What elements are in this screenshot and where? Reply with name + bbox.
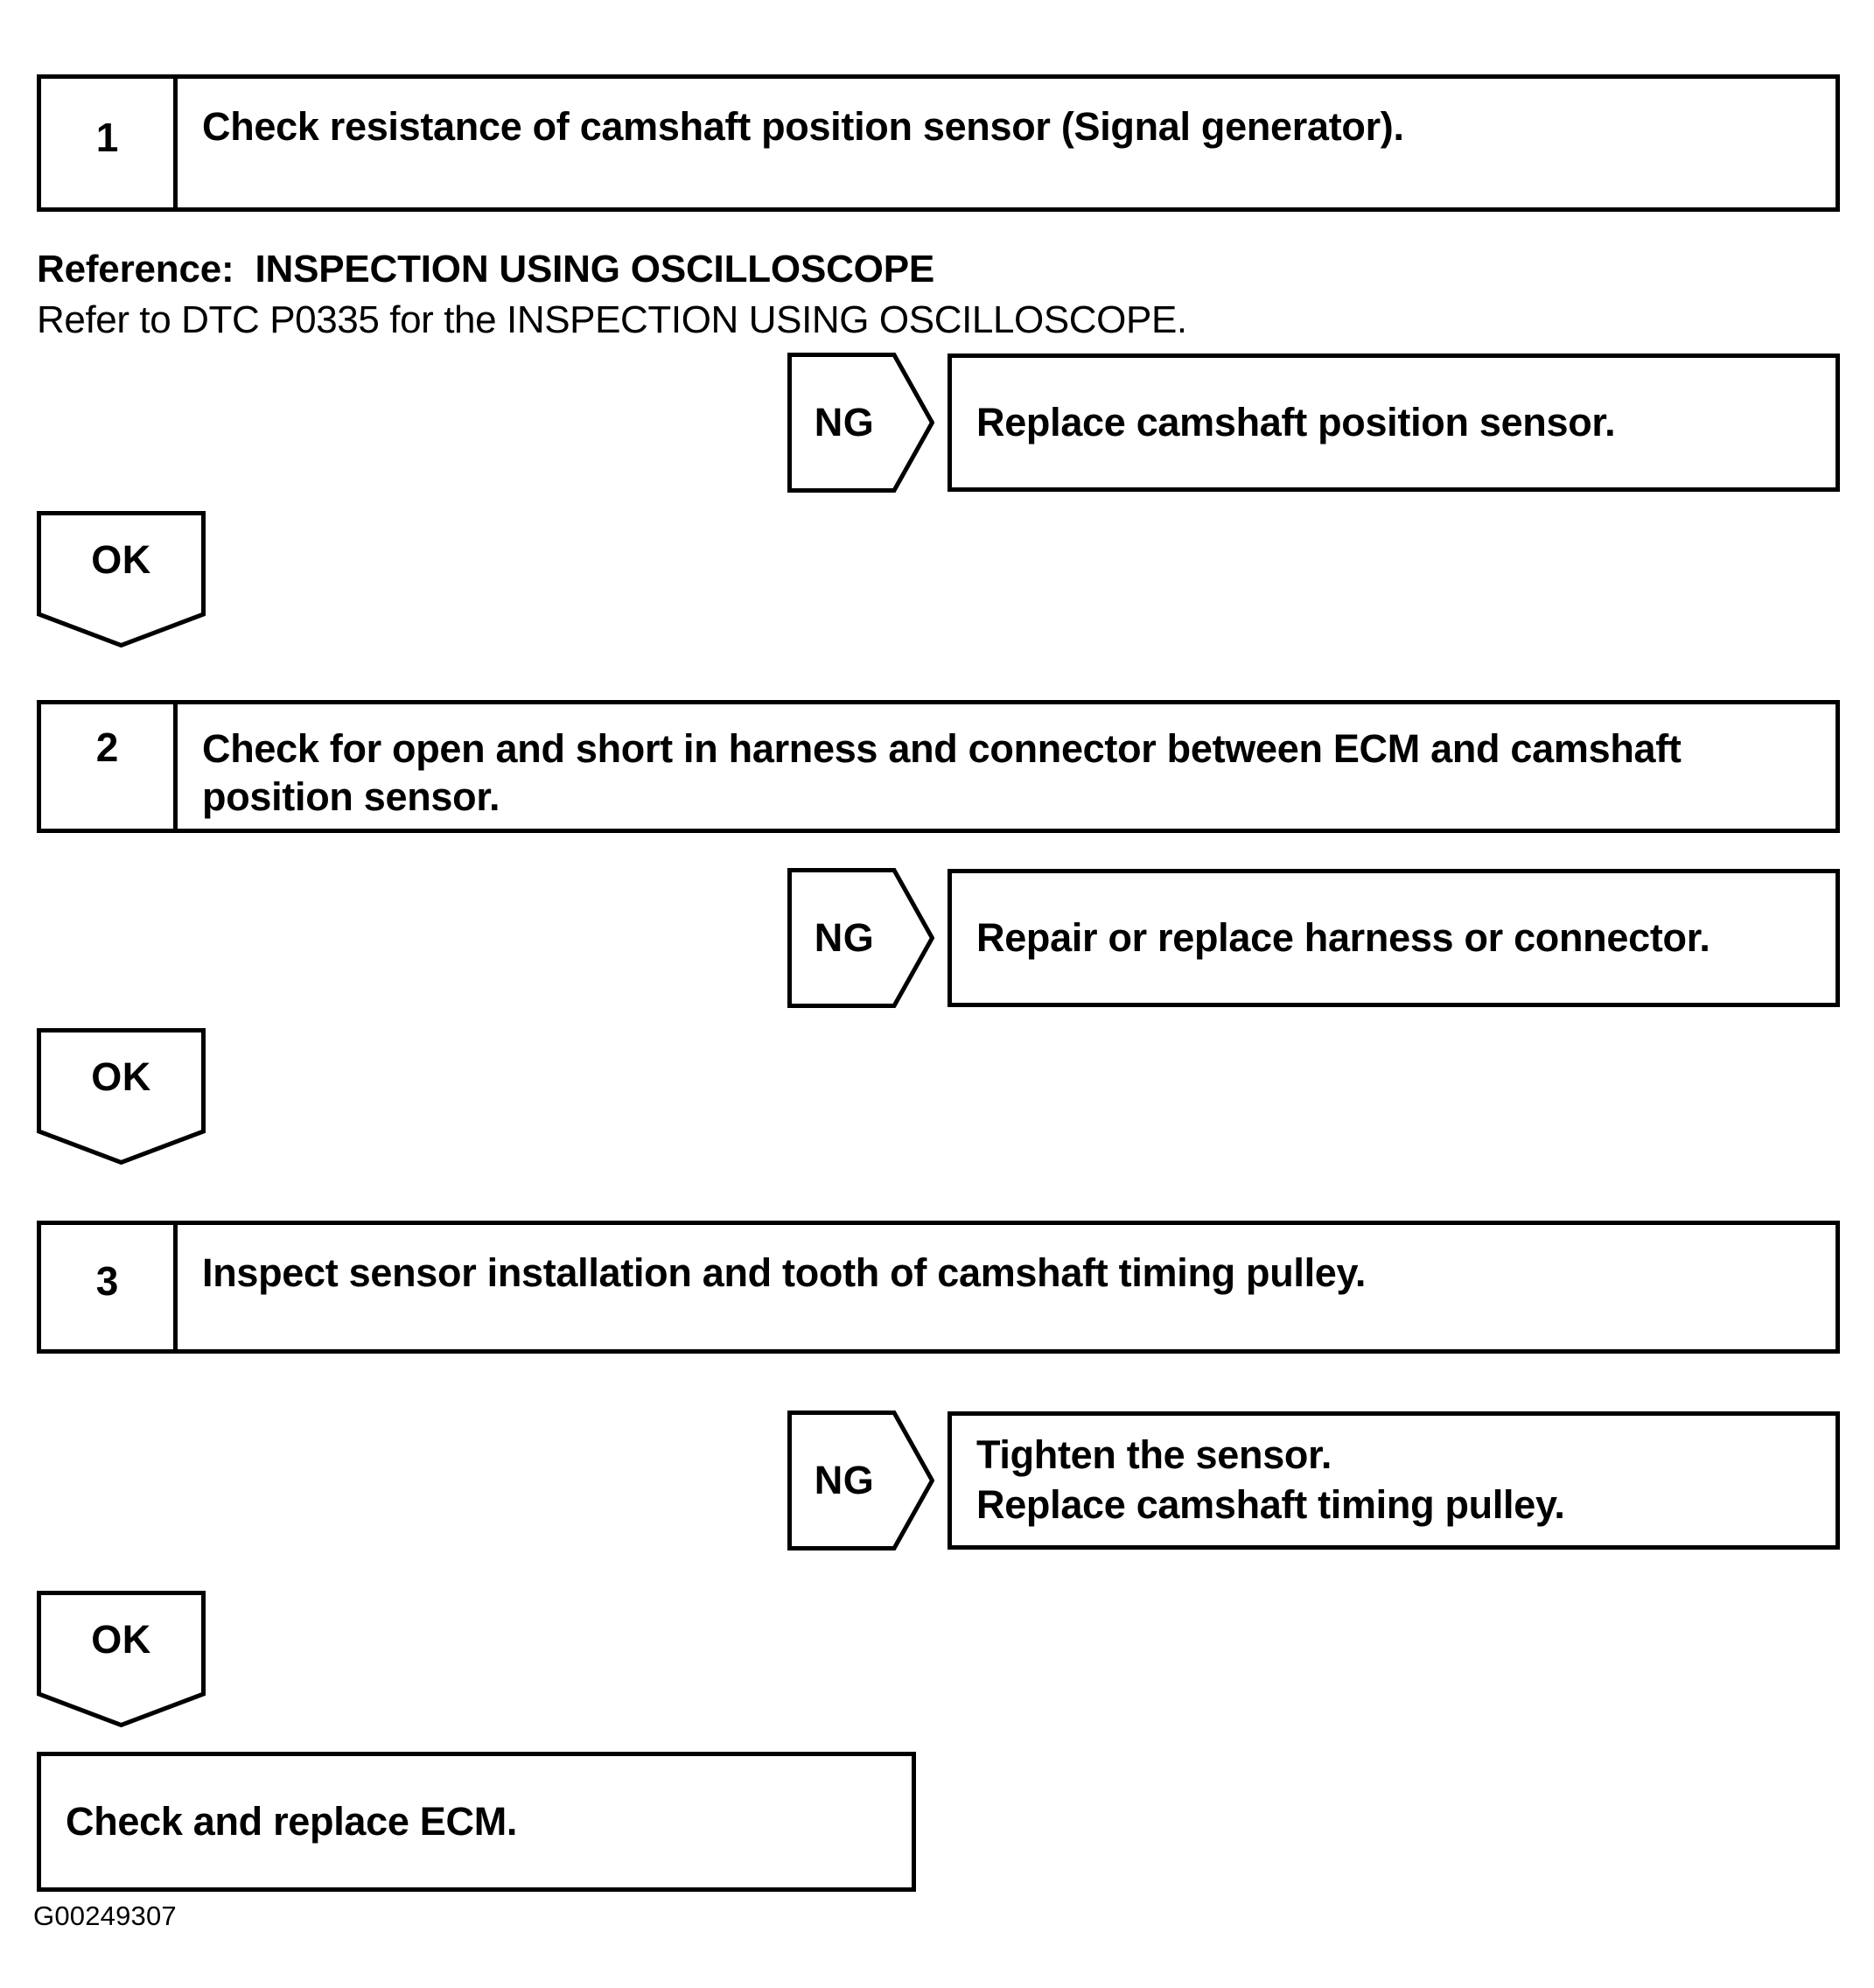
- figure-code: G00249307: [33, 1900, 177, 1931]
- ng-label-1: NG: [814, 400, 875, 444]
- step-number-2: 2: [41, 704, 178, 829]
- ng-branch-1: NG Replace camshaft position sensor.: [787, 353, 1840, 493]
- ng-label-2: NG: [814, 915, 875, 960]
- step-box-2[interactable]: 2 Check for open and short in harness an…: [37, 700, 1840, 833]
- step-number-1: 1: [41, 79, 178, 207]
- ng-action-box-3[interactable]: Tighten the sensor. Replace camshaft tim…: [947, 1411, 1840, 1550]
- ng-label-3: NG: [814, 1458, 875, 1502]
- ng-action-text-1: Replace camshaft position sensor.: [976, 399, 1616, 444]
- step-text-1: Check resistance of camshaft position se…: [202, 104, 1404, 149]
- ng-pentagon-1: NG: [787, 353, 934, 493]
- step-box-1[interactable]: 1 Check resistance of camshaft position …: [37, 74, 1840, 212]
- ng-action-box-2[interactable]: Repair or replace harness or connector.: [947, 869, 1840, 1007]
- final-action-box[interactable]: Check and replace ECM.: [37, 1752, 916, 1892]
- reference-block: Reference: INSPECTION USING OSCILLOSCOPE…: [37, 247, 1437, 344]
- step-box-3[interactable]: 3 Inspect sensor installation and tooth …: [37, 1221, 1840, 1354]
- ok-pentagon-3: OK: [37, 1591, 206, 1727]
- ng-action-text-3: Tighten the sensor. Replace camshaft tim…: [976, 1432, 1565, 1527]
- reference-title: Reference: INSPECTION USING OSCILLOSCOPE: [37, 248, 934, 290]
- ok-label-1: OK: [91, 537, 151, 582]
- ok-label-2: OK: [91, 1054, 151, 1099]
- ng-branch-3: NG Tighten the sensor. Replace camshaft …: [787, 1410, 1840, 1550]
- ng-action-box-1[interactable]: Replace camshaft position sensor.: [947, 354, 1840, 492]
- step-text-2: Check for open and short in harness and …: [202, 726, 1682, 819]
- ok-pentagon-2: OK: [37, 1028, 206, 1165]
- ng-action-text-2: Repair or replace harness or connector.: [976, 914, 1710, 960]
- ng-pentagon-3: NG: [787, 1410, 934, 1550]
- reference-subtitle: Refer to DTC P0335 for the INSPECTION US…: [37, 298, 1187, 341]
- ng-pentagon-2: NG: [787, 868, 934, 1008]
- step-number-3: 3: [41, 1225, 178, 1349]
- ng-branch-2: NG Repair or replace harness or connecto…: [787, 868, 1840, 1008]
- final-action-text: Check and replace ECM.: [66, 1799, 518, 1844]
- ok-pentagon-1: OK: [37, 511, 206, 648]
- step-text-3: Inspect sensor installation and tooth of…: [202, 1250, 1367, 1295]
- ok-label-3: OK: [91, 1617, 151, 1662]
